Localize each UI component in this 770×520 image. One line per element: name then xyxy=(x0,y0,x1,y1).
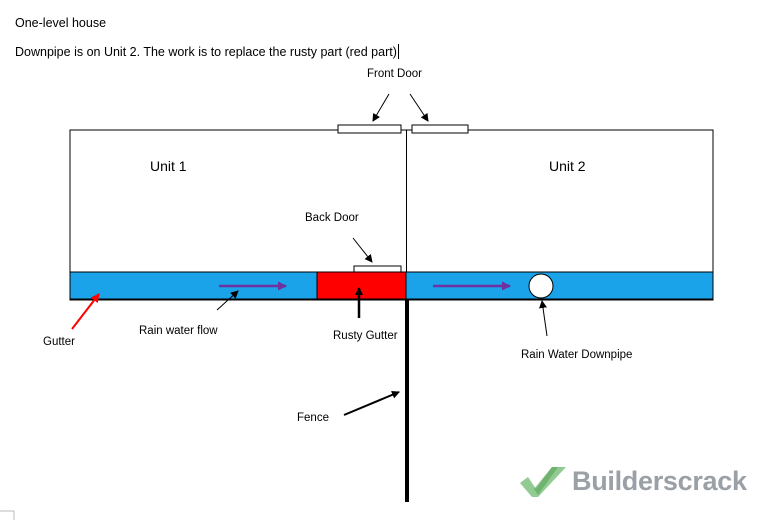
label-unit-2: Unit 2 xyxy=(549,158,586,174)
front-door-left xyxy=(337,124,402,134)
flow-pointer xyxy=(216,290,239,311)
corner-mark xyxy=(0,510,15,520)
intro-line-1: One-level house xyxy=(15,16,107,30)
label-rain-water-flow: Rain water flow xyxy=(139,325,218,337)
label-gutter: Gutter xyxy=(43,336,75,348)
label-unit-1: Unit 1 xyxy=(150,158,187,174)
text-cursor xyxy=(397,44,399,59)
label-back-door: Back Door xyxy=(305,212,359,224)
rusty-gutter-section xyxy=(316,271,407,300)
gutter-pointer xyxy=(71,293,100,330)
front-door-pointer-right xyxy=(409,93,429,122)
intro-line-2: Downpipe is on Unit 2. The work is to re… xyxy=(15,44,399,59)
front-door-pointer-left xyxy=(372,93,390,122)
checkmark-logo-icon xyxy=(520,466,566,497)
downpipe-pointer xyxy=(539,300,548,337)
intro-line-2-text: Downpipe is on Unit 2. The work is to re… xyxy=(15,45,397,59)
front-door-right xyxy=(411,124,469,134)
label-rain-water-downpipe: Rain Water Downpipe xyxy=(521,349,633,361)
builderscrack-watermark: Builderscrack xyxy=(520,466,747,497)
label-fence: Fence xyxy=(297,412,329,424)
fence-pointer xyxy=(343,391,400,416)
watermark-text: Builderscrack xyxy=(572,466,747,496)
back-door-pointer xyxy=(352,237,373,263)
label-rusty-gutter: Rusty Gutter xyxy=(333,330,398,342)
downpipe-circle xyxy=(528,273,554,299)
label-front-door: Front Door xyxy=(367,68,422,80)
back-door xyxy=(353,265,402,273)
